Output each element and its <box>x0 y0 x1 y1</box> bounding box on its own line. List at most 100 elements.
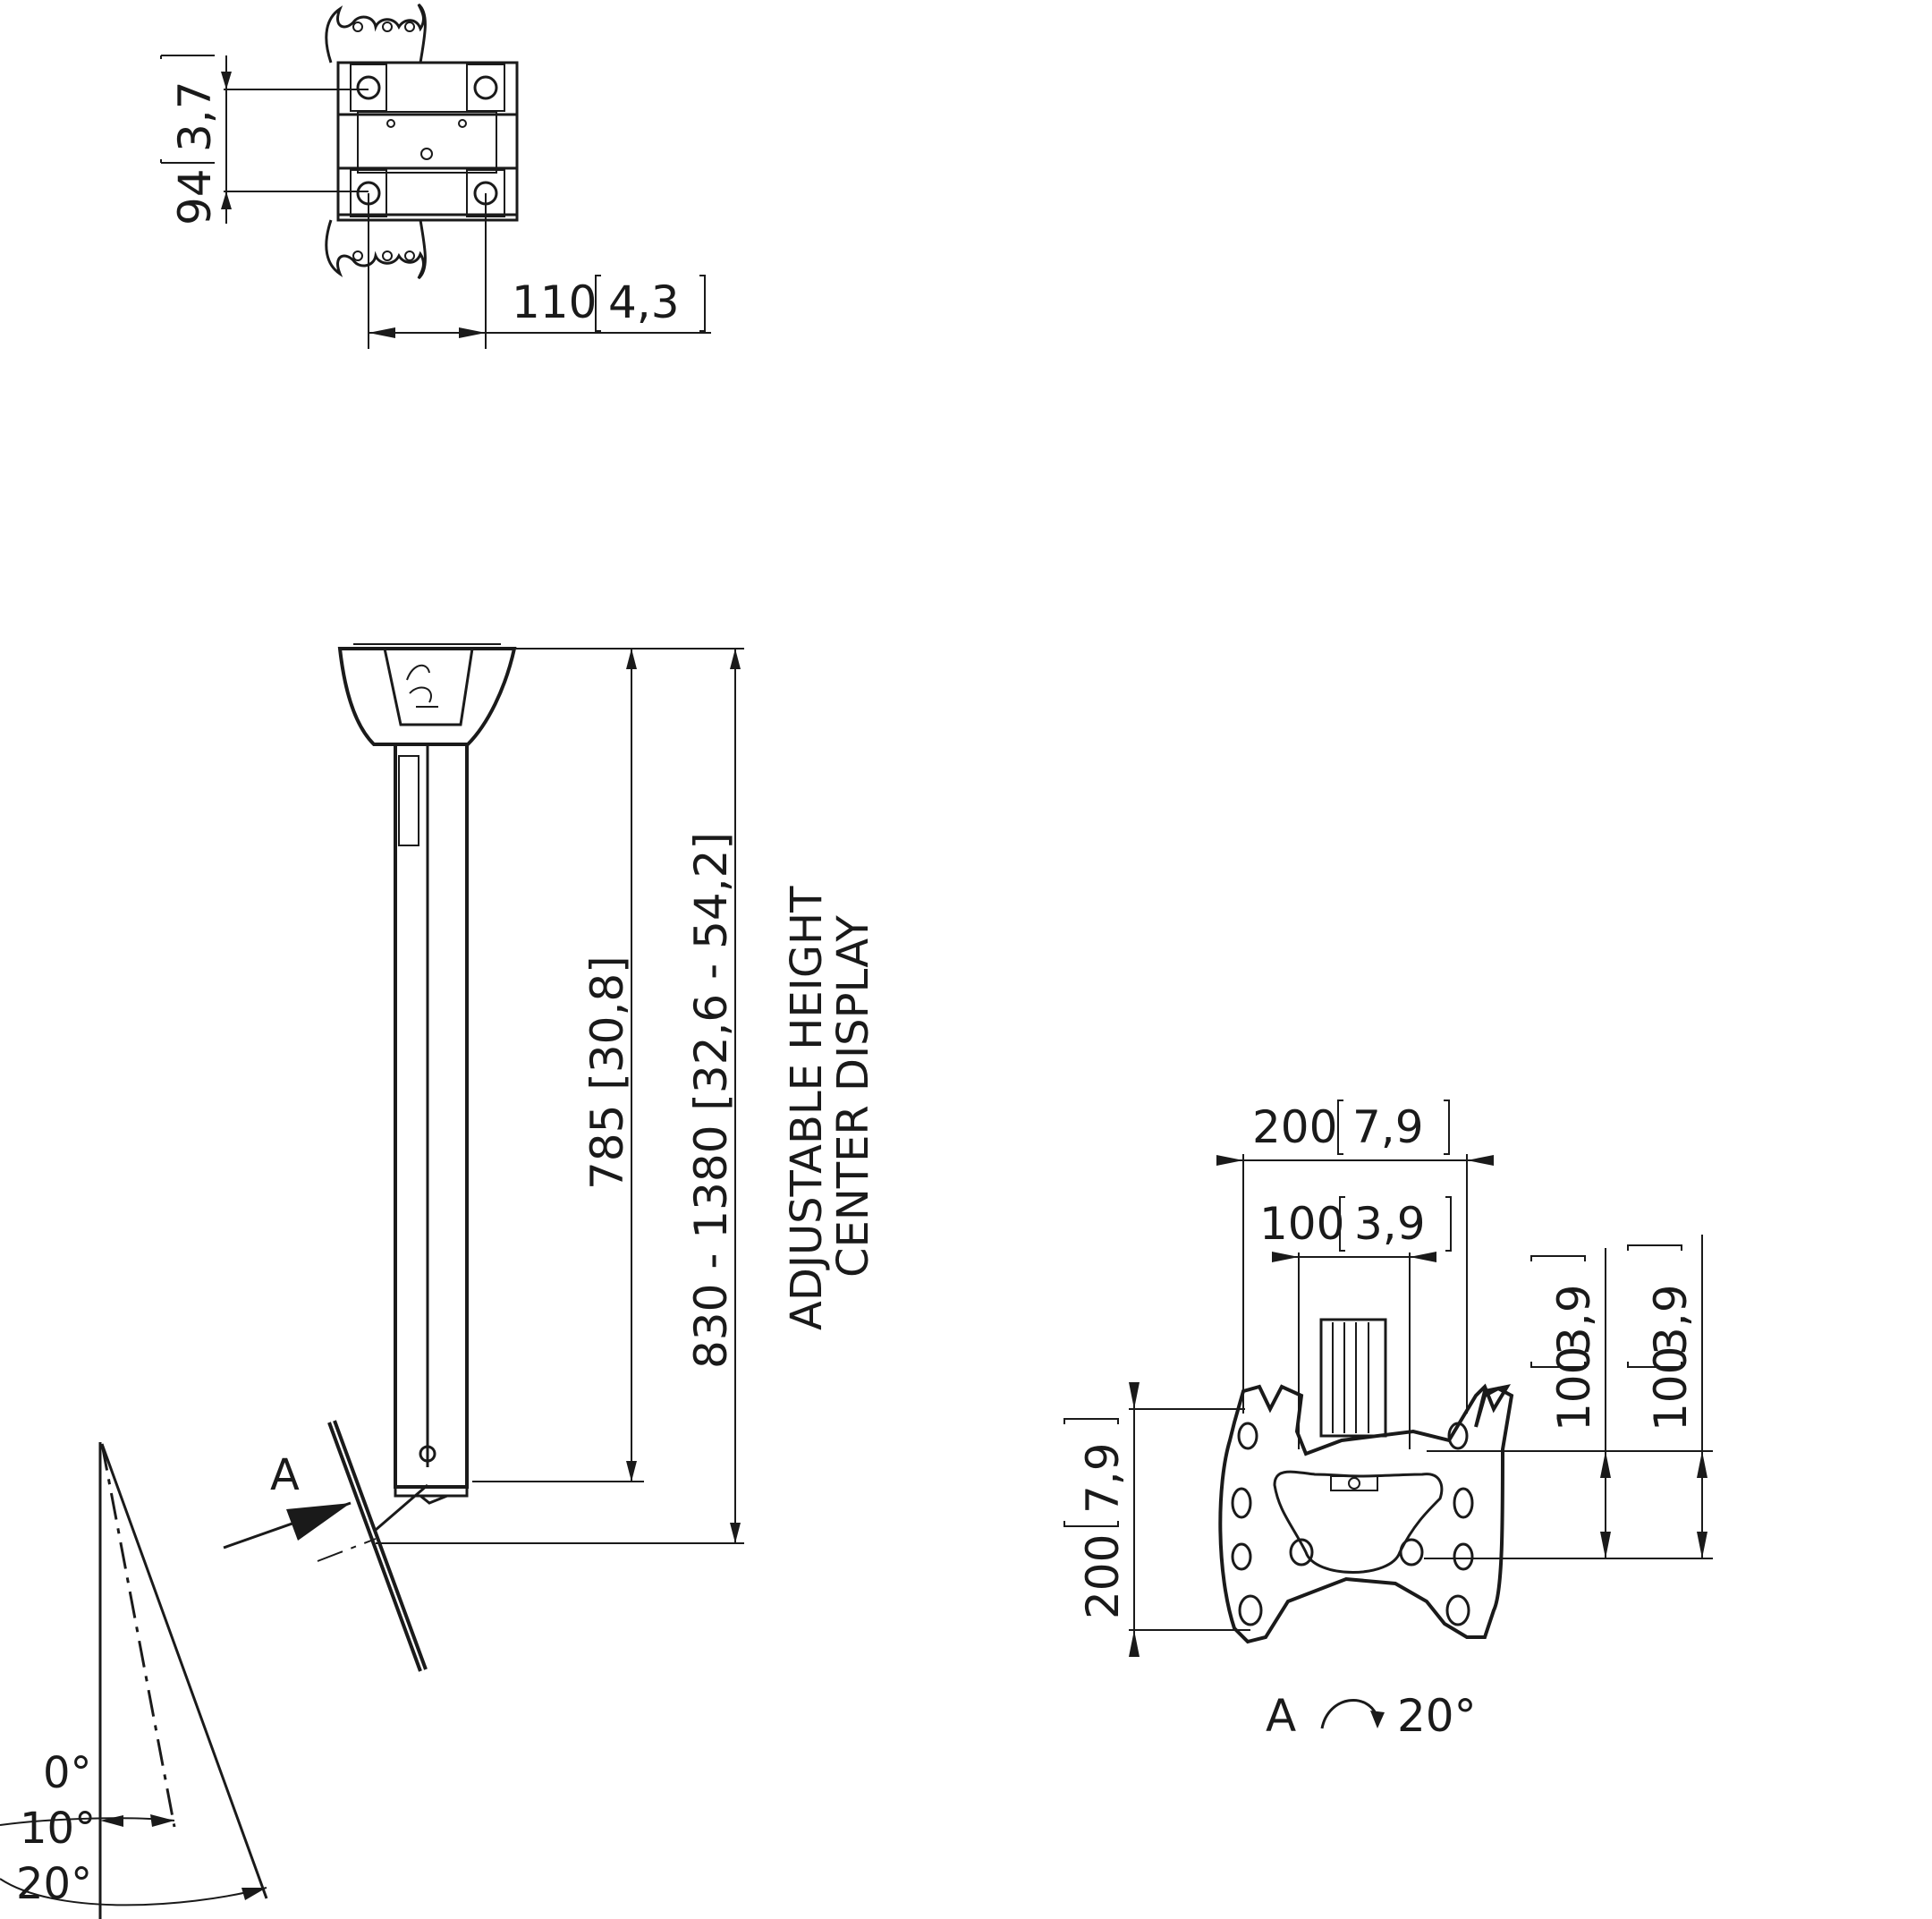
front-pivot-hole <box>1348 1477 1360 1490</box>
dim-arrow <box>1129 1630 1140 1657</box>
dim-arrow <box>1410 1252 1436 1262</box>
plate-hole <box>352 250 363 261</box>
caption-letter-a: A <box>1266 1690 1296 1742</box>
front-pivot <box>1330 1475 1378 1491</box>
dim-arrow <box>730 649 741 669</box>
top-wavy-plate-upper <box>325 3 427 64</box>
bracket-mark <box>1445 1196 1452 1252</box>
bracket-mark <box>1530 1362 1586 1368</box>
rotation-arrowhead-icon <box>1370 1711 1385 1728</box>
bolt-icon <box>473 75 498 100</box>
dim-110-value: 110 <box>512 276 597 328</box>
dim-100-height2-value: 100 <box>1645 1346 1697 1431</box>
tilt-head <box>394 1485 469 1498</box>
label-adjustable-height: ADJUSTABLE HEIGHT <box>782 886 832 1330</box>
top-wavy-plate-lower <box>325 219 427 280</box>
front-view: 200 7,9 100 3,9 200 7,9 100 3,9 <box>1063 1100 1713 1742</box>
dim-arrow <box>1216 1155 1243 1166</box>
keyhole-icon <box>1231 1487 1252 1519</box>
dim-785: 785 [30,8] <box>581 955 633 1190</box>
view-marker-a: A <box>270 1450 300 1500</box>
top-plate-hole <box>458 119 467 128</box>
bolt-icon <box>356 75 381 100</box>
keyhole-icon <box>1289 1538 1314 1567</box>
center-line <box>317 1538 377 1562</box>
top-clamp-block <box>350 64 387 112</box>
dim-100-width-value: 100 <box>1259 1198 1344 1250</box>
dim-arrow <box>242 1888 267 1900</box>
dim-arrow <box>1600 1451 1611 1478</box>
bracket-mark <box>1627 1244 1682 1251</box>
dim-200-height-bracket: 7,9 <box>1077 1442 1129 1514</box>
dim-94-bracket: 3,7 <box>169 81 221 152</box>
dim-200-height-value: 200 <box>1077 1534 1129 1619</box>
dim-100-width-bracket: 3,9 <box>1354 1198 1426 1250</box>
top-plate-hole <box>386 119 395 128</box>
tilt-angle-scale: 0° 10° 20° <box>0 1442 268 1919</box>
dim-100-height1-value: 100 <box>1548 1346 1600 1431</box>
dim-arrow <box>626 1461 637 1482</box>
side-view: A 785 [30,8] 830 - 1380 [32,6 - 54,2] AD… <box>223 643 878 1672</box>
cable-icon <box>406 664 438 708</box>
plate-hole <box>404 21 415 32</box>
keyhole-icon <box>1445 1594 1470 1626</box>
tilt-arm <box>375 1483 428 1532</box>
pole-screw <box>419 1445 436 1463</box>
label-center-display: CENTER DISPLAY <box>828 915 878 1278</box>
keyhole-icon <box>1237 1422 1258 1450</box>
dim-arrow <box>369 327 395 338</box>
dim-arrow <box>1697 1532 1707 1558</box>
plate-hole <box>382 250 393 261</box>
plate-hole <box>382 21 393 32</box>
tilt-line-10 <box>100 1443 176 1828</box>
dim-arrow <box>1467 1155 1494 1166</box>
dim-200-width-value: 200 <box>1252 1101 1337 1153</box>
dim-arrow <box>626 649 637 669</box>
top-plate-center <box>357 111 497 174</box>
dim-110-bracket: 4,3 <box>608 276 680 328</box>
rotation-arrow-icon <box>1320 1699 1379 1729</box>
dim-100-height2-bracket: 3,9 <box>1645 1284 1697 1355</box>
bracket-mark <box>160 55 215 59</box>
top-view: 94 3,7 110 4,3 <box>160 3 711 349</box>
plate-hole <box>352 21 363 32</box>
tilt-line-20 <box>100 1443 268 1899</box>
cap-window <box>383 648 474 726</box>
keyhole-icon <box>1231 1542 1252 1571</box>
view-arrow-icon <box>286 1503 351 1541</box>
dim-arrow <box>1129 1382 1140 1409</box>
angle-label-20: 20° <box>16 1859 92 1909</box>
keyhole-icon <box>1447 1422 1469 1450</box>
bracket-mark <box>1530 1255 1586 1261</box>
display-plate-edge <box>333 1420 428 1670</box>
pole <box>394 743 469 1489</box>
vesa-plate <box>1218 1383 1514 1644</box>
dim-arrow <box>1600 1532 1611 1558</box>
bracket-mark <box>1339 1196 1345 1252</box>
caption-angle: 20° <box>1397 1690 1477 1742</box>
bracket-mark <box>1063 1521 1119 1527</box>
bracket-mark <box>1063 1418 1119 1424</box>
keyhole-slots <box>1231 1422 1474 1626</box>
dim-arrow <box>1272 1252 1299 1262</box>
dim-94-value: 94 <box>169 168 221 225</box>
angle-label-10: 10° <box>20 1804 96 1854</box>
bracket-mark <box>1444 1100 1450 1155</box>
bracket-mark <box>160 159 215 164</box>
plate-hole <box>404 250 415 261</box>
top-plate-hole <box>420 148 433 160</box>
keyhole-icon <box>1238 1594 1263 1626</box>
dim-200-width-bracket: 7,9 <box>1352 1101 1424 1153</box>
dim-arrow <box>221 72 232 89</box>
display-plate <box>327 1422 422 1672</box>
dim-arrow <box>150 1814 174 1827</box>
angle-label-0: 0° <box>43 1748 92 1798</box>
bracket-mark <box>595 275 601 332</box>
dim-arrow <box>1697 1451 1707 1478</box>
bracket-mark <box>699 275 706 332</box>
dim-830-1380: 830 - 1380 [32,6 - 54,2] <box>685 832 737 1369</box>
top-clamp-lower <box>336 166 519 222</box>
dim-arrow <box>459 327 486 338</box>
keyhole-icon <box>1453 1542 1474 1571</box>
bracket-mark <box>1627 1362 1682 1368</box>
